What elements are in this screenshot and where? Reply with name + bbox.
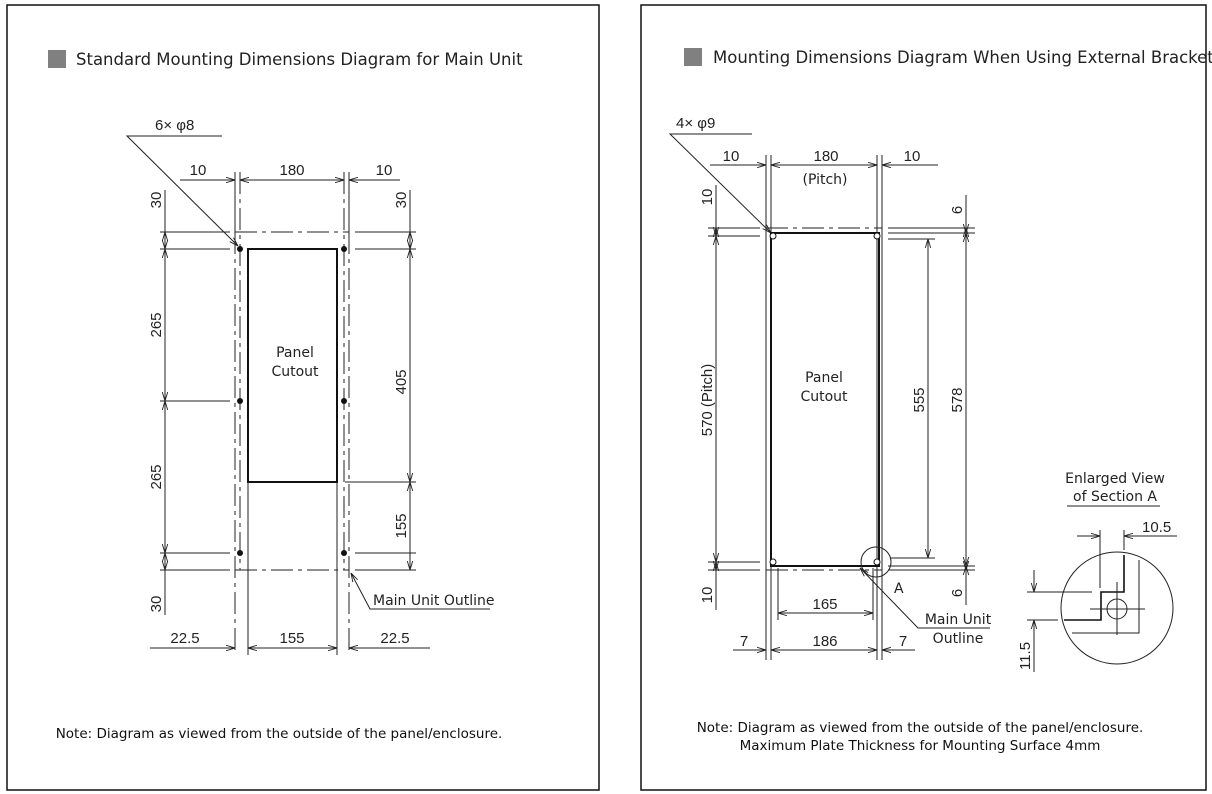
dim-label: 10 (699, 587, 716, 604)
dim-label: 10 (376, 162, 393, 179)
dim-label: 7 (740, 633, 748, 650)
bottom-dimensions (733, 613, 915, 650)
right-dimensions (928, 228, 966, 570)
enlarged-view: Enlarged View of Section A 10.5 11.5 (1017, 471, 1177, 672)
enlarged-title: Enlarged View (1065, 471, 1165, 487)
dim-label: 570 (Pitch) (699, 364, 716, 437)
callout-leader (668, 133, 771, 233)
dim-label: 30 (148, 596, 165, 613)
pitch-label: (Pitch) (802, 172, 847, 188)
panel-cutout (247, 248, 338, 483)
dim-label: 180 (813, 148, 838, 165)
dim-label: 10 (904, 148, 921, 165)
hole-callout: 6× φ8 (155, 117, 194, 134)
dim-label: 180 (279, 162, 304, 179)
cutout-label: Panel (276, 345, 314, 361)
hole-callout: 4× φ9 (676, 115, 715, 132)
dim-label: 265 (148, 464, 165, 489)
panel-frame (6, 4, 600, 791)
dim-label: 10 (699, 189, 716, 206)
mounting-holes (237, 246, 347, 556)
outline-leader (860, 568, 990, 629)
dim-label: 7 (899, 633, 907, 650)
panel-title: Mounting Dimensions Diagram When Using E… (713, 48, 1212, 67)
main-unit-outline (234, 172, 350, 655)
right-panel: Mounting Dimensions Diagram When Using E… (640, 4, 1212, 791)
cutout-label: Cutout (271, 364, 319, 380)
dim-label: 22.5 (380, 630, 409, 647)
outline-label: Main Unit (925, 612, 992, 628)
dim-label: 6 (949, 589, 966, 597)
panel-frame (640, 4, 1207, 791)
panel-title: Standard Mounting Dimensions Diagram for… (76, 50, 523, 69)
left-panel: Standard Mounting Dimensions Diagram for… (6, 4, 600, 791)
outline-label: Outline (933, 631, 984, 647)
outline-leader (351, 573, 490, 610)
dim-label: 22.5 (170, 630, 199, 647)
enlarged-title: of Section A (1073, 489, 1157, 505)
outline-label: Main Unit Outline (373, 593, 494, 609)
dim-label: 155 (279, 630, 304, 647)
note: Note: Diagram as viewed from the outside… (697, 720, 1144, 736)
dim-label: 555 (911, 387, 928, 412)
dim-label: 578 (949, 387, 966, 412)
dim-label: 155 (393, 513, 410, 538)
title-square-icon (684, 48, 702, 66)
note: Maximum Plate Thickness for Mounting Sur… (740, 738, 1101, 754)
dim-label: 30 (148, 192, 165, 209)
cutout-label: Panel (805, 370, 843, 386)
dim-label: 186 (812, 633, 837, 650)
mounting-holes (769, 232, 881, 566)
dim-label: 10.5 (1142, 519, 1171, 536)
title-square-icon (48, 50, 66, 68)
cutout-label: Cutout (800, 389, 848, 405)
section-a-circle (860, 546, 892, 578)
dim-label: 6 (949, 206, 966, 214)
note: Note: Diagram as viewed from the outside… (56, 726, 503, 742)
dim-label: 30 (393, 192, 410, 209)
panel-cutout (770, 232, 880, 567)
dim-label: 11.5 (1017, 642, 1034, 670)
section-marker: A (894, 581, 904, 597)
dim-label: 405 (393, 369, 410, 394)
dim-label: 10 (190, 162, 207, 179)
callout-leader (125, 135, 238, 246)
dim-label: 10 (723, 148, 740, 165)
dim-label: 265 (148, 312, 165, 337)
dim-label: 165 (812, 596, 837, 613)
